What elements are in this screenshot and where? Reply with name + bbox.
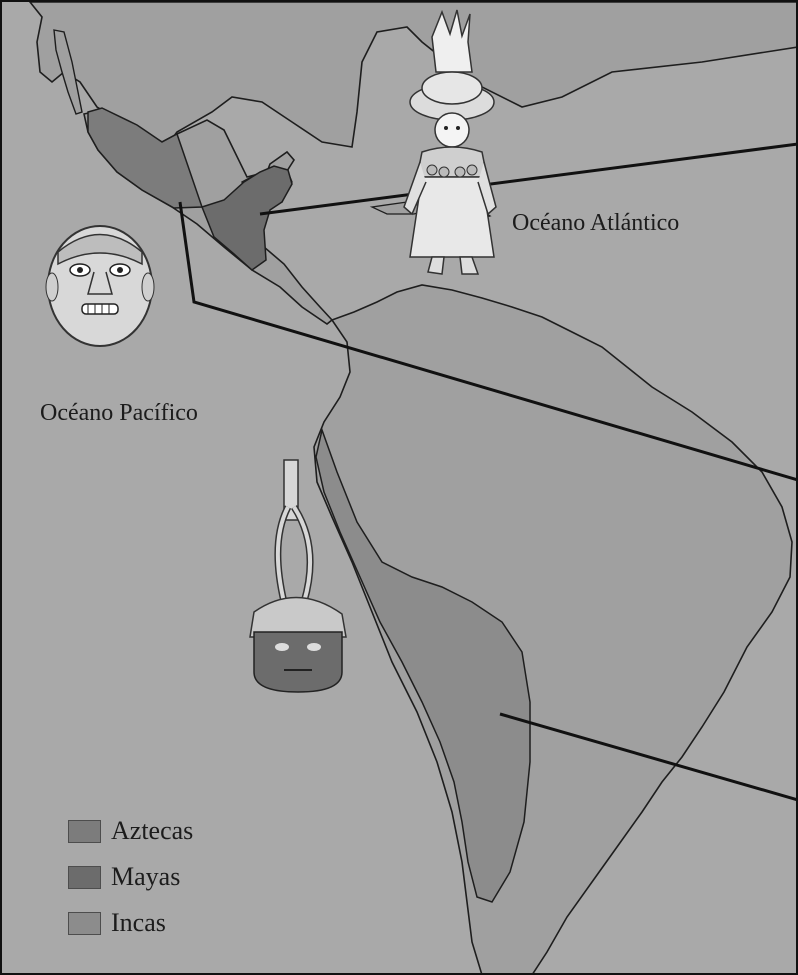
baja-california xyxy=(53,29,83,115)
olmec-head-icon xyxy=(45,225,155,347)
legend-swatch-aztecas xyxy=(68,819,101,843)
legend-item-aztecas: Aztecas xyxy=(68,808,193,854)
aztec-warrior-figure-icon xyxy=(403,9,497,275)
south-america-landmass xyxy=(313,284,793,973)
legend-label-incas: Incas xyxy=(111,908,166,937)
north-america-landmass xyxy=(28,2,796,154)
maya-region xyxy=(201,165,293,271)
atlantic-ocean-label: Océano Atlántico xyxy=(512,210,680,236)
legend-label-mayas: Mayas xyxy=(111,862,181,891)
aztec-region xyxy=(87,107,204,209)
legend-label-aztecas: Aztecas xyxy=(111,816,194,845)
inca-region xyxy=(315,427,531,903)
pacific-ocean-label: Océano Pacífico xyxy=(40,400,198,426)
pointer-line-aztec xyxy=(178,201,796,481)
legend-swatch-incas xyxy=(68,911,101,935)
pointer-line-inca xyxy=(499,712,796,801)
moche-portrait-vessel-icon xyxy=(249,459,347,693)
legend-item-mayas: Mayas xyxy=(68,854,193,900)
legend-item-incas: Incas xyxy=(68,900,193,946)
map-legend: Aztecas Mayas Incas xyxy=(68,808,193,946)
legend-swatch-mayas xyxy=(68,865,101,889)
pointer-line-maya xyxy=(259,142,796,216)
